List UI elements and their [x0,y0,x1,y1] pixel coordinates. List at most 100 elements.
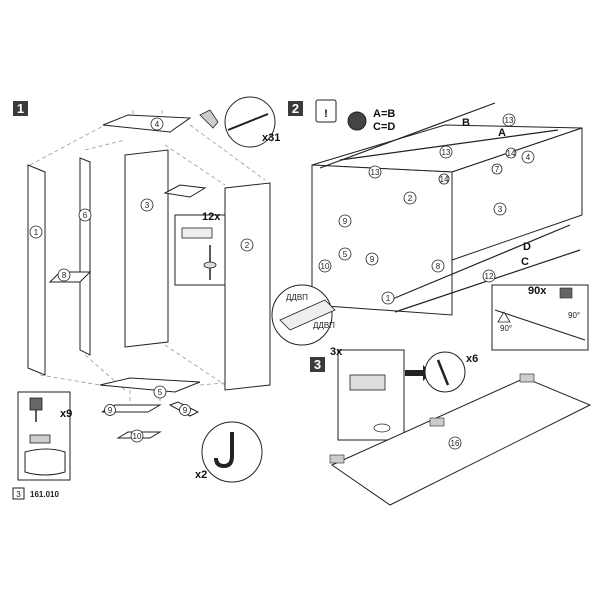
s2-part-5: 5 [343,250,348,259]
hinge-3-icon [519,373,535,383]
s2-part-14b: 14 [440,175,449,184]
cam-nut-icon [203,261,217,269]
page-number: 3 [16,490,21,499]
part-3-marker [140,198,154,212]
hinge-1-icon [329,454,345,464]
diag-label-b: B [462,117,470,129]
part-9a-label: 9 [108,406,113,415]
part-10-label: 10 [133,432,142,441]
part-2-marker [240,238,254,252]
diag-label-d: D [523,241,531,253]
diag-label-a: A [498,127,506,139]
hinge-cup-icon [373,423,391,433]
tape-measure-icon [347,111,367,131]
part-8-marker [57,268,71,282]
film-detail: ДДВП ДДВП [271,284,336,346]
part-1-marker [29,225,43,239]
step-1-group: 1 1 6 3 2 [13,96,280,483]
panel-edge-line [494,309,586,341]
nail-count: 90x [528,285,547,297]
hammer-icon [29,397,43,411]
s2-part-13c: 13 [371,168,380,177]
step-2-part-markers: 2 3 4 5 8 9 9 10 12 13 13 13 14 [318,113,535,305]
film-label-2: ДДВП [313,321,335,330]
screw-count: x31 [262,132,280,144]
clip-icon [29,434,51,444]
cam-lock-icon [181,227,213,239]
s2-part-12: 12 [485,272,494,281]
part-9a-marker [104,404,116,416]
check-formula-2: C=D [373,121,395,133]
connector-callout: 12x [174,211,226,286]
s2-part-13a: 13 [505,116,514,125]
hammer-callout: x9 [17,391,72,481]
film-label-1: ДДВП [286,293,308,302]
s2-part-9a: 9 [343,217,348,226]
document-code: 161.010 [30,490,59,499]
hook-callout: x2 [195,421,263,483]
part-2-label: 2 [245,241,250,250]
arrow-icon [405,365,431,381]
step-3-badge [310,357,325,372]
hinge-screw-count: x6 [466,353,478,365]
warning-icon: ! [324,108,328,120]
part-5-marker [153,385,167,399]
part-10-marker [130,429,144,443]
step-2-number: 2 [292,101,299,116]
step-2-badge [288,101,303,116]
panel-2 [224,182,271,391]
s2-part-8: 8 [436,262,441,271]
hinge-icon [349,374,386,391]
s2-part-4: 4 [526,153,531,162]
step-3-group: 3 3x x6 16 [310,346,592,506]
diag-label-c: C [521,256,529,268]
s2-part-10: 10 [321,262,330,271]
part-6-label: 6 [83,211,88,220]
step-2-group: 2 ! A=B C=D B A D C 2 3 4 [271,99,589,351]
part-9b-label: 9 [183,406,188,415]
hinge-detail-box [337,349,405,441]
s2-part-9b: 9 [370,255,375,264]
warning-triangle-icon [497,311,511,323]
connector-count: 12x [202,211,221,223]
footer: 3 161.010 [12,487,59,500]
s2-part-13b: 13 [442,148,451,157]
part-16-marker [448,436,462,450]
panel-5 [99,377,201,393]
cabinet-right-face [451,127,583,261]
connector-callout-box [174,214,226,286]
part-4-marker [150,117,164,131]
shelf-upper [163,184,207,198]
s2-part-2: 2 [408,194,413,203]
plinth-detail-icon [24,448,66,476]
hammer-count: x9 [60,408,72,420]
part-16-label: 16 [451,439,460,448]
hook-count: x2 [195,469,207,481]
step-1-number: 1 [17,101,24,116]
cabinet-front-face [311,164,453,316]
hinge-screw-callout [424,351,466,393]
part-3-label: 3 [145,201,150,210]
hinge-screw-icon [436,359,450,386]
back-panel-icon [279,299,336,331]
part-1-label: 1 [34,228,39,237]
page-number-box [12,487,25,500]
hook-icon [214,432,234,469]
check-formula-1: A=B [373,108,395,120]
panel-1 [27,164,46,376]
screw-callout: x31 [199,96,280,148]
part-9b-marker [179,404,191,416]
part-4-label: 4 [155,120,160,129]
panel-4 [102,114,192,133]
nail-detail: 90x 90° 90° [491,284,589,351]
s2-part-1: 1 [386,294,391,303]
angle-left-label: 90° [500,324,512,333]
nail-hammer-icon [559,287,573,299]
hinge-2-icon [429,417,445,427]
s2-part-14a: 14 [507,149,516,158]
part-6-marker [78,208,92,222]
s2-part-3: 3 [498,205,503,214]
step-1-badge [13,101,28,116]
warning-box [315,99,337,123]
